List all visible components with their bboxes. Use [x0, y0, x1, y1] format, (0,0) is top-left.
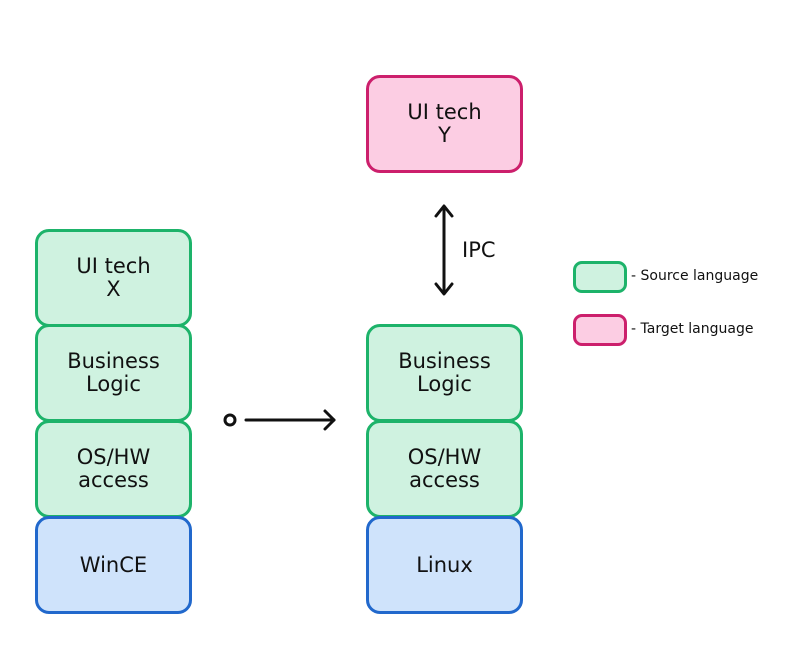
left-os-hw-access-box: OS/HW access: [35, 420, 192, 518]
ipc-double-arrow: [434, 204, 454, 296]
legend-target-swatch: [573, 314, 627, 346]
legend-target-label: - Target language: [631, 321, 754, 337]
right-business-logic-box: Business Logic: [366, 324, 523, 422]
right-linux-box: Linux: [366, 516, 523, 614]
left-ui-tech-x-box: UI tech X: [35, 229, 192, 327]
legend-source-swatch: [573, 261, 627, 293]
left-business-logic-box: Business Logic: [35, 324, 192, 422]
right-ui-tech-y-box: UI tech Y: [366, 75, 523, 173]
legend-source-label: - Source language: [631, 268, 759, 284]
left-wince-box: WinCE: [35, 516, 192, 614]
right-os-hw-access-box: OS/HW access: [366, 420, 523, 518]
migration-arrow: [223, 409, 336, 431]
ipc-label: IPC: [462, 238, 496, 262]
